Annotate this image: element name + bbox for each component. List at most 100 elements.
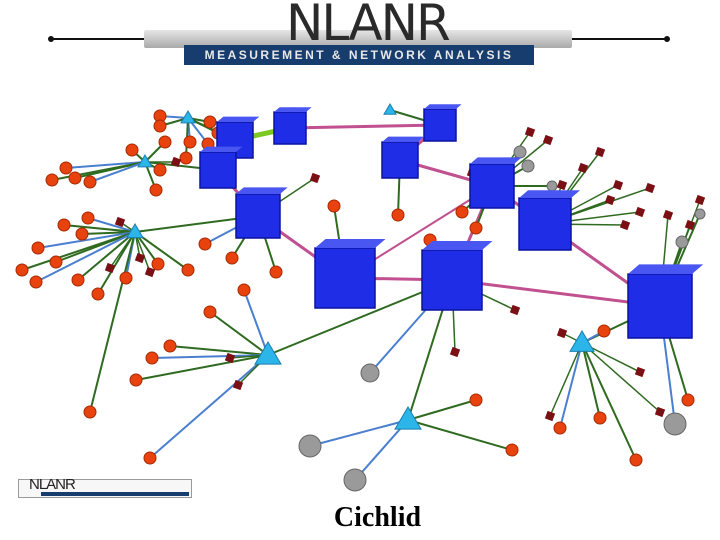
inactive-node <box>513 145 527 159</box>
inactive-node <box>298 434 322 458</box>
core-node-top <box>519 190 581 198</box>
leaf-node <box>83 175 97 189</box>
router-node <box>612 179 624 191</box>
leaf-node <box>29 275 43 289</box>
core-node <box>518 197 572 251</box>
network-link <box>87 217 136 233</box>
router-node <box>634 206 646 218</box>
router-node <box>644 182 656 194</box>
leaf-node <box>151 257 165 271</box>
network-link <box>134 231 189 271</box>
leaf-node <box>469 221 483 235</box>
leaf-node <box>391 208 405 222</box>
router-node <box>619 219 631 231</box>
network-link <box>559 342 583 429</box>
leaf-node <box>505 443 519 457</box>
router-node <box>144 266 156 278</box>
network-link <box>134 231 151 273</box>
router-node <box>224 352 236 364</box>
hub-node <box>180 110 196 124</box>
router-node <box>104 262 116 274</box>
router-node <box>694 194 706 206</box>
router-node <box>634 366 646 378</box>
leaf-node <box>49 255 63 269</box>
core-node <box>314 247 376 309</box>
network-link <box>243 289 269 356</box>
inactive-node <box>360 363 380 383</box>
header: NLANR MEASUREMENT & NETWORK ANALYSIS <box>0 0 720 70</box>
network-link <box>97 231 136 295</box>
banner: MEASUREMENT & NETWORK ANALYSIS <box>184 45 534 65</box>
network-link <box>63 224 136 233</box>
leaf-node <box>31 241 45 255</box>
router-node <box>542 134 554 146</box>
router-node <box>170 156 182 168</box>
core-node-top <box>315 239 386 248</box>
leaf-node <box>57 218 71 232</box>
core-node-top <box>470 157 522 164</box>
leaf-node <box>455 205 469 219</box>
leaf-node <box>129 373 143 387</box>
router-node <box>556 179 568 191</box>
core-node <box>235 193 281 239</box>
router-node <box>604 194 616 206</box>
network-link <box>35 231 136 283</box>
leaf-node <box>593 411 607 425</box>
core-node <box>469 163 515 209</box>
hub-node <box>394 406 422 430</box>
leaf-node <box>469 393 483 407</box>
rule-end-dot <box>48 36 54 42</box>
caption: Cichlid <box>333 502 422 533</box>
hub-node <box>383 103 397 115</box>
network-link <box>209 311 269 356</box>
leaf-node <box>153 119 167 133</box>
leaf-node <box>597 324 611 338</box>
footer-logo-bar <box>41 492 189 496</box>
leaf-node <box>119 271 133 285</box>
network-link <box>451 278 661 308</box>
leaf-node <box>163 339 177 353</box>
leaf-node <box>203 305 217 319</box>
network-link <box>51 161 146 181</box>
core-node <box>423 108 457 142</box>
leaf-node <box>59 161 73 175</box>
inactive-node <box>694 208 706 220</box>
leaf-node <box>83 405 97 419</box>
router-node <box>114 216 126 228</box>
network-link <box>169 345 269 356</box>
core-node-top <box>274 107 312 112</box>
router-node <box>134 252 146 264</box>
network-link <box>581 342 637 461</box>
core-node <box>273 111 307 145</box>
leaf-node <box>158 135 172 149</box>
leaf-node <box>15 263 29 277</box>
core-node-top <box>422 241 493 250</box>
core-node-top <box>628 264 704 274</box>
leaf-node <box>71 273 85 287</box>
router-node <box>524 126 536 138</box>
core-node-top <box>424 104 462 109</box>
router-node <box>577 162 589 174</box>
network-link <box>407 419 513 451</box>
leaf-node <box>91 287 105 301</box>
network-link <box>407 399 477 421</box>
network-link <box>581 342 601 419</box>
core-node-top <box>236 187 288 194</box>
leaf-node <box>143 451 157 465</box>
inactive-node <box>675 235 689 249</box>
leaf-node <box>203 115 217 129</box>
leaf-node <box>327 199 341 213</box>
leaf-node <box>237 283 251 297</box>
leaf-node <box>145 351 159 365</box>
inactive-node <box>343 468 367 492</box>
router-node <box>544 410 556 422</box>
network-link <box>581 342 661 413</box>
network-link <box>354 419 409 481</box>
leaf-node <box>149 183 163 197</box>
inactive-node <box>546 180 558 192</box>
network-link <box>151 354 269 359</box>
router-node <box>309 172 321 184</box>
router-node <box>556 327 568 339</box>
core-node <box>627 273 693 339</box>
